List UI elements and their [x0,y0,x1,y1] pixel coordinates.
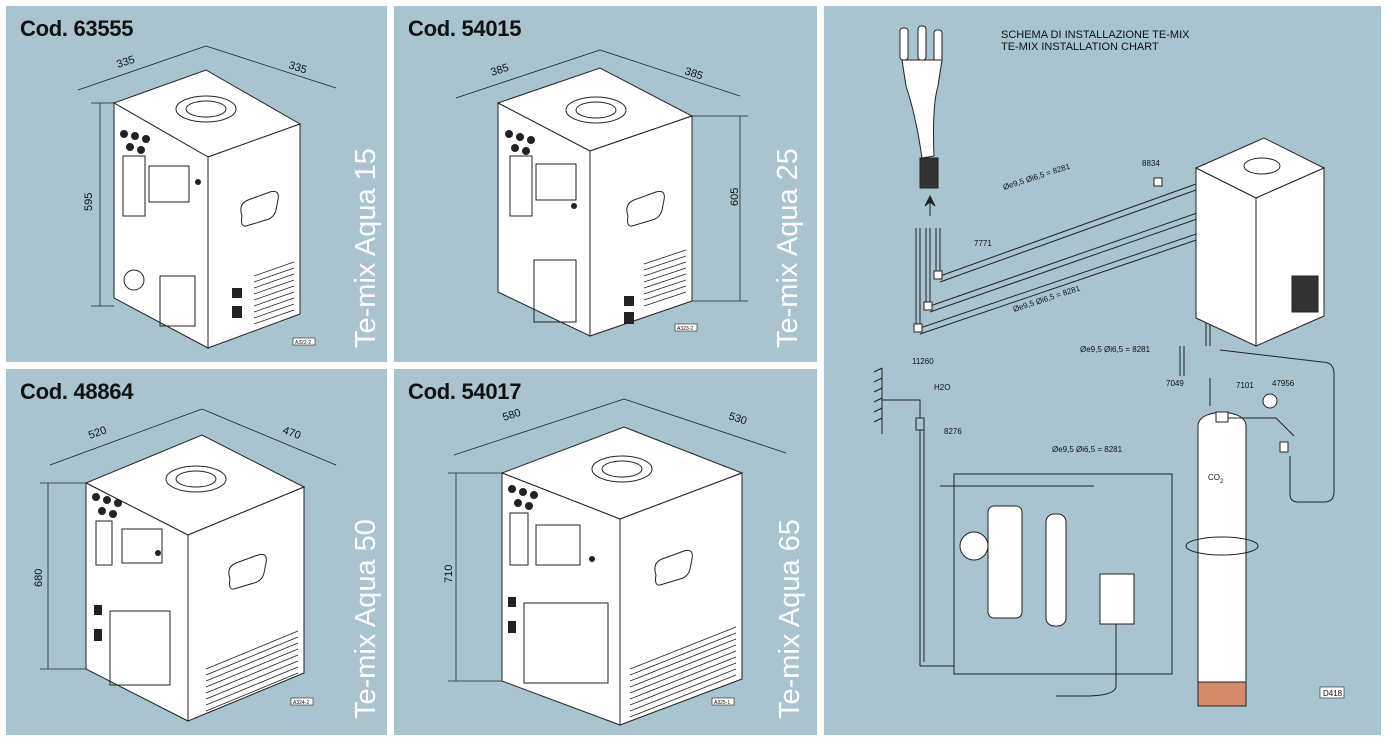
h2o-label: H2O [934,383,950,392]
pipe-spec-3: Øe9,5 Øi6,5 = 8281 [1080,345,1151,354]
product-panel-aqua-65: 580 530 710 A325-1 Cod. 54017 Te-mix Aqu… [394,369,817,735]
width-dimension: 335 [115,54,136,71]
height-dimension: 680 [33,569,45,587]
depth-dimension: 335 [287,59,308,76]
drawing-ref: A323-2 [677,326,693,332]
product-panel-aqua-15: 335 335 595 A322-2 Cod. 63555 Te-mix Aqu… [6,6,387,362]
pipe-spec-1: Øe9,5 Øi6,5 = 8281 [1002,162,1072,192]
part-7101: 7101 [1236,381,1254,390]
part-7049: 7049 [1166,379,1184,388]
model-name: Te-mix Aqua 15 [350,148,382,348]
model-name: Te-mix Aqua 50 [350,519,382,719]
unit-drawing: 385 385 605 A323-2 [455,49,748,337]
installation-chart-panel: SCHEMA DI INSTALLAZIONE TE-MIX TE-MIX IN… [824,6,1381,735]
product-code: Cod. 54017 [408,379,522,404]
product-code: Cod. 63555 [20,16,134,41]
width-dimension: 520 [87,424,108,442]
height-dimension: 710 [443,565,455,583]
beer-tap [899,25,943,189]
drawing-ref: A322-2 [295,340,311,346]
part-8834: 8834 [1142,159,1160,168]
filter-board [940,473,1173,675]
co2-bottle [1185,411,1259,707]
installation-diagram: 8834 7771 11260 7049 7101 47956 8276 H2O… [873,25,1345,707]
model-name: Te-mix Aqua 25 [772,148,804,348]
depth-dimension: 530 [727,410,748,427]
depth-dimension: 470 [281,425,302,443]
height-dimension: 605 [729,188,741,206]
width-dimension: 385 [489,62,510,79]
drawing-ref: A324-2 [293,700,309,706]
unit-drawing: 520 470 680 A324-2 [33,408,337,722]
depth-dimension: 385 [683,65,704,82]
unit-drawing: 335 335 595 A322-2 [77,45,337,349]
part-47956: 47956 [1272,379,1295,388]
chart-title-italian: SCHEMA DI INSTALLAZIONE TE-MIX [1001,29,1190,41]
width-dimension: 580 [501,407,522,424]
cooler-unit [1194,137,1326,347]
product-code: Cod. 54015 [408,16,522,41]
part-7771: 7771 [974,239,992,248]
chart-title-english: TE-MIX INSTALLATION CHART [1001,41,1159,53]
co2-label: CO2 [1208,473,1224,485]
product-code: Cod. 48864 [20,379,134,404]
model-name: Te-mix Aqua 65 [774,519,806,719]
pipe-spec-4: Øe9,5 Øi6,5 = 8281 [1052,445,1123,454]
product-panel-aqua-25: 385 385 605 A323-2 Cod. 54015 Te-mix Aqu… [394,6,817,362]
chart-title: SCHEMA DI INSTALLAZIONE TE-MIX TE-MIX IN… [1001,29,1189,53]
product-panel-aqua-50: 520 470 680 A324-2 Cod. 48864 Te-mix Aqu… [6,369,387,735]
part-8276: 8276 [944,427,962,436]
part-11260: 11260 [912,357,934,366]
height-dimension: 595 [83,193,95,211]
unit-drawing: 580 530 710 A325-1 [443,398,787,726]
drawing-ref: A325-1 [714,700,730,706]
diagram-ref: D418 [1323,689,1343,698]
